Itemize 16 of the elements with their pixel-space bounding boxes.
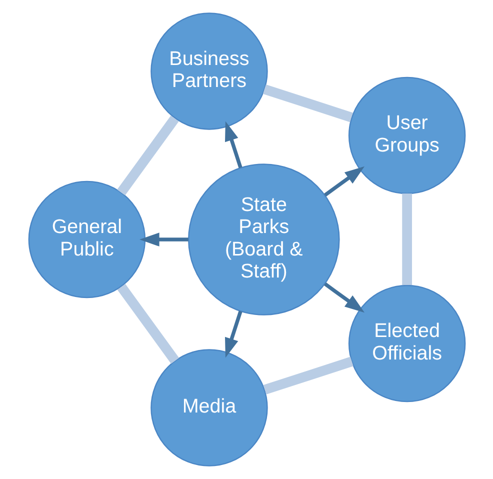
connector (116, 284, 179, 364)
node-circle: Media (150, 349, 268, 466)
arrow (224, 121, 242, 168)
arrow (323, 166, 364, 197)
connector (402, 194, 412, 285)
connector (116, 116, 178, 196)
arrow (323, 282, 364, 313)
node-circle: General Public (28, 180, 146, 298)
arrow (224, 310, 242, 358)
node-circle: User Groups (348, 76, 466, 194)
connector (262, 356, 353, 394)
node-circle: Elected Officials (348, 284, 466, 402)
connector (262, 84, 352, 122)
node-circle: Business Partners (150, 12, 268, 130)
arrow (139, 232, 188, 246)
node-circle: State Parks (Board & Staff) (188, 164, 340, 316)
